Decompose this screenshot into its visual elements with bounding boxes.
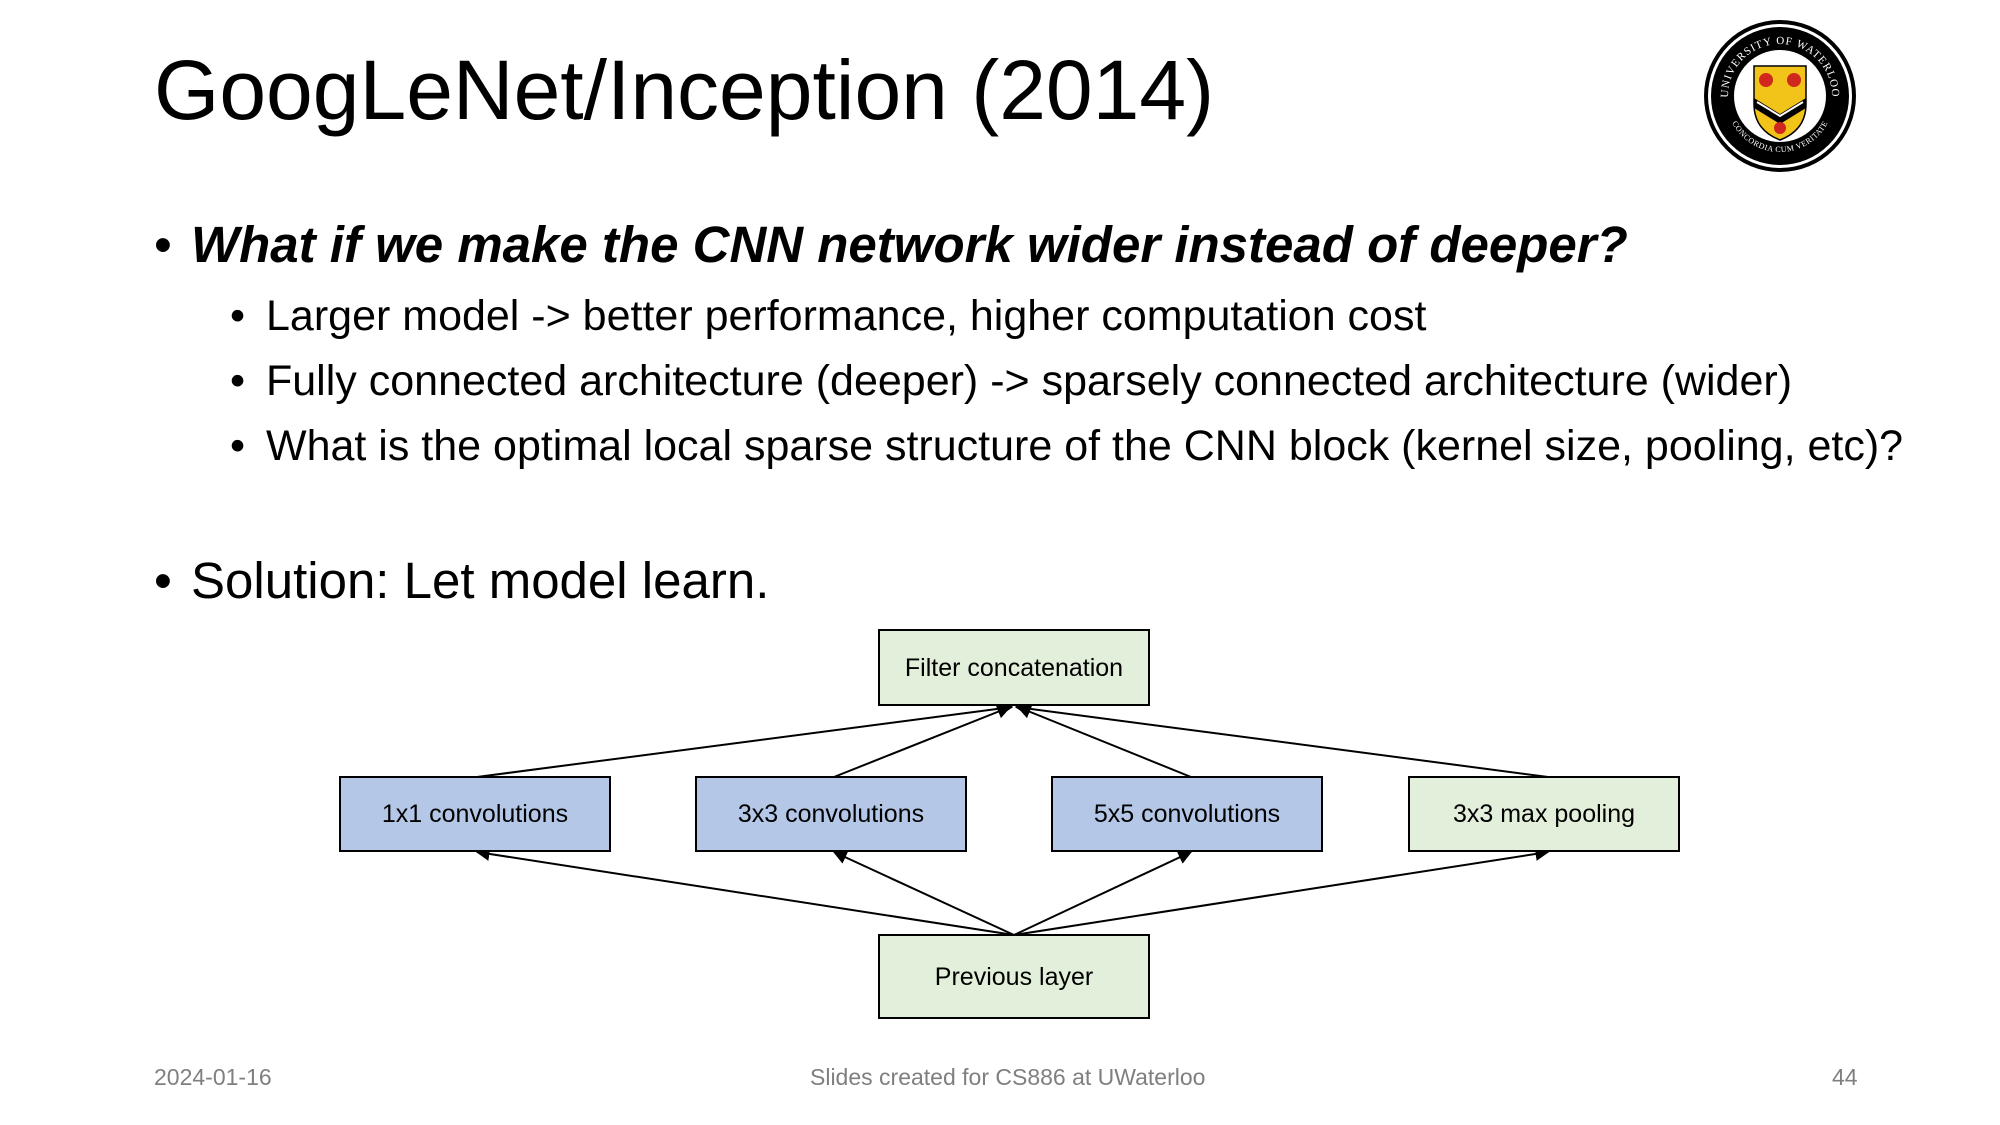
sub-bullet-text: Fully connected architecture (deeper) ->… (266, 357, 1793, 405)
bullet-solution-text: Solution: Let model learn. (191, 552, 770, 609)
filter-concatenation-box: Filter concatenation (878, 629, 1150, 706)
bullet-marker: • (154, 552, 172, 609)
conv-1x1-box: 1x1 convolutions (339, 776, 611, 852)
arrow-previous-to-pool (1013, 847, 1550, 936)
previous-layer-box: Previous layer (878, 934, 1150, 1019)
arrow-3x3-to-concat (833, 705, 1012, 778)
university-logo: UNIVERSITY OF WATERLOO CONCORDIA CUM VER… (1702, 18, 1858, 174)
footer-date: 2024-01-16 (154, 1064, 272, 1090)
conv-5x5-box: 5x5 convolutions (1051, 776, 1323, 852)
footer-caption: Slides created for CS886 at UWaterloo (810, 1064, 1206, 1090)
page-number: 44 (1832, 1064, 1858, 1090)
bullet-marker: • (230, 422, 246, 470)
bullet-marker: • (230, 292, 246, 340)
bullet-question-text: What if we make the CNN network wider in… (191, 216, 1628, 273)
max-pooling-box: 3x3 max pooling (1408, 776, 1680, 852)
bullet-marker: • (154, 216, 172, 273)
arrow-1x1-to-concat (476, 701, 1014, 778)
university-seal-icon: UNIVERSITY OF WATERLOO CONCORDIA CUM VER… (1704, 20, 1856, 172)
arrow-previous-to-3x3 (832, 850, 1015, 936)
arrow-pool-to-concat (1014, 701, 1549, 778)
arrow-previous-to-1x1 (475, 847, 1015, 936)
slide-title: GoogLeNet/Inception (2014) (154, 43, 1215, 137)
conv-3x3-box: 3x3 convolutions (695, 776, 967, 852)
arrow-previous-to-5x5 (1013, 851, 1193, 936)
bullet-marker: • (230, 357, 246, 405)
sub-bullet-text: What is the optimal local sparse structu… (266, 422, 1904, 470)
sub-bullet-text: Larger model -> better performance, high… (266, 292, 1427, 340)
arrow-5x5-to-concat (1016, 705, 1192, 778)
